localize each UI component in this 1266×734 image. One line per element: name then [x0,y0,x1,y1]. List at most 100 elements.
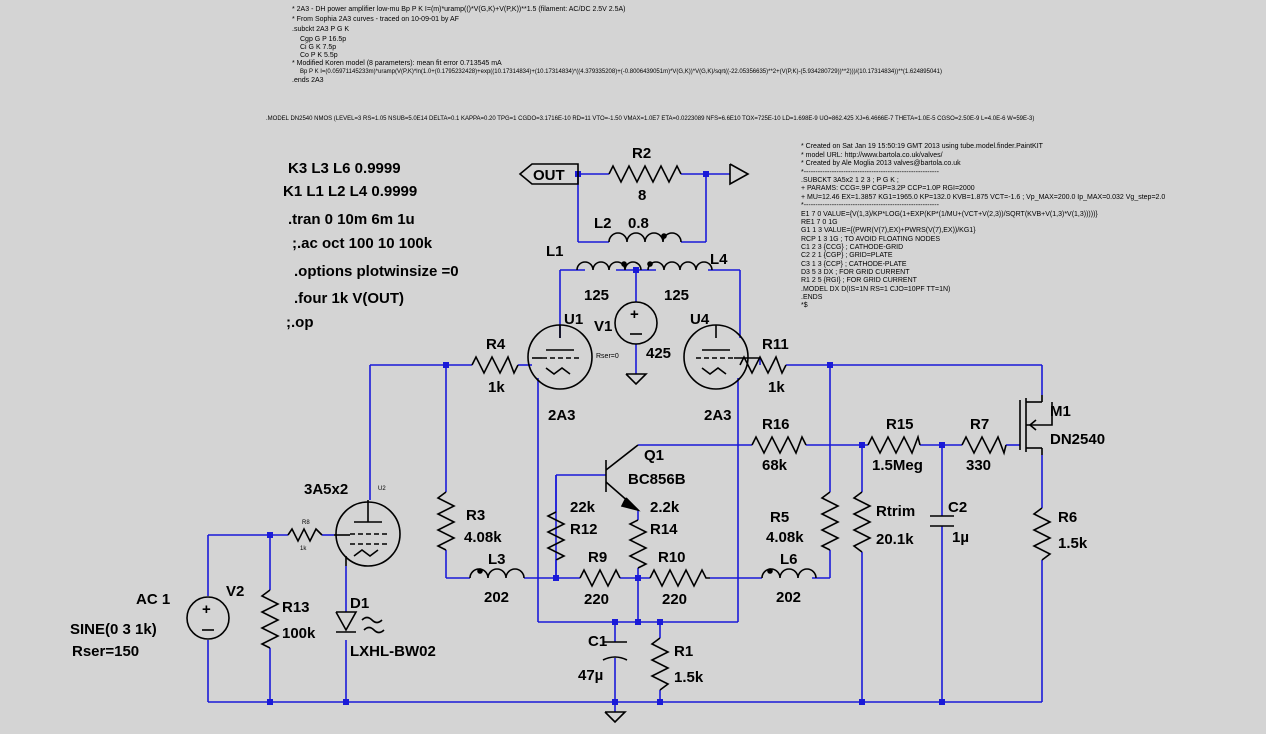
model-3a5-line: * Created on Sat Jan 19 15:50:19 GMT 201… [801,143,1044,150]
l6-name: L6 [780,551,798,568]
model-3a5-block: * Created on Sat Jan 19 15:50:19 GMT 201… [801,143,1165,309]
resistor-r12[interactable]: 22k R12 [546,499,598,578]
triode-u2[interactable]: 3A5x2 U2 [304,481,401,567]
r9-name: R9 [588,549,607,566]
transistor-q1[interactable]: Q1 BC856B [605,444,686,512]
model-3a5-line: .SUBCKT 3A5x2 1 2 3 ; P G K ; [801,177,899,184]
directive-coupling-k1[interactable]: K1 L1 L2 L4 0.9999 [283,183,417,200]
resistor-r3[interactable]: R3 4.08k [436,491,502,551]
directive-tran[interactable]: .tran 0 10m 6m 1u [288,211,415,228]
resistor-r10[interactable]: R10 220 [649,549,710,608]
r11-name: R11 [762,336,789,353]
mosfet-m1[interactable]: M1 DN2540 [1019,395,1105,455]
resistor-rtrim[interactable]: Rtrim 20.1k [852,491,915,553]
resistor-r4[interactable]: R4 1k [471,336,519,396]
v1-name: V1 [594,318,612,335]
model-2a3-block: * 2A3 - DH power amplifier low-mu Bp P K… [292,6,942,84]
r8-name: R8 [302,520,310,526]
resistor-r8[interactable]: R8 1k [287,520,323,552]
resistor-r1[interactable]: R1 1.5k [650,637,704,691]
model-2a3-line: * 2A3 - DH power amplifier low-mu Bp P K… [292,6,626,13]
l3-name: L3 [488,551,506,568]
r13-value: 100k [282,625,316,642]
directive-four[interactable]: .four 1k V(OUT) [294,290,404,307]
r6-name: R6 [1058,509,1077,526]
directive-coupling-k3[interactable]: K3 L3 L6 0.9999 [288,160,401,177]
u1-name: U1 [564,311,583,328]
rtrim-value: 20.1k [876,531,914,548]
v2-rser: Rser=150 [72,643,139,660]
v2-name: V2 [226,583,244,600]
resistor-r11[interactable]: R11 1k [739,336,789,396]
directive-options[interactable]: .options plotwinsize =0 [294,263,459,280]
model-2a3-line: .ends 2A3 [292,77,324,84]
resistor-r5[interactable]: R5 4.08k [766,491,840,551]
c2-name: C2 [948,499,967,516]
resistor-r16[interactable]: R16 68k [751,416,807,474]
model-3a5-line: G1 1 3 VALUE={(PWR(V(7),EX)+PWRS(V(7),EX… [801,227,976,234]
model-3a5-line: + PARAMS: CCG=.9P CGP=3.2P CCP=1.0P RGI=… [801,185,975,192]
directive-ac[interactable]: ;.ac oct 100 10 100k [292,235,433,252]
triode-u4[interactable]: U4 2A3 [683,311,761,424]
rtrim-name: Rtrim [876,503,915,520]
resistor-r6[interactable]: R6 1.5k [1032,507,1088,561]
c1-name: C1 [588,633,607,650]
model-2a3-line: Co P K 5.5p [300,52,338,59]
l4-value: 125 [664,287,689,304]
r13-name: R13 [282,599,310,616]
r6-value: 1.5k [1058,535,1088,552]
model-3a5-line: *$ [801,302,808,309]
ground-icon [625,373,648,386]
r12-name: R12 [570,521,598,538]
svg-text:+: + [630,306,639,323]
u4-type: 2A3 [704,407,732,424]
q1-type: BC856B [628,471,686,488]
model-3a5-line: C1 2 3 {CCG} ; CATHODE-GRID [801,244,903,251]
capacitor-c1[interactable]: C1 47µ [578,633,628,684]
inductor-l2[interactable]: L2 0.8 [594,215,682,243]
wires [207,173,1043,712]
model-2a3-line: * From Sophia 2A3 curves - traced on 10-… [292,16,459,23]
r2-value: 8 [638,187,646,204]
inductor-l4[interactable]: L4 125 [647,251,728,304]
resistor-r2[interactable]: R2 8 [608,145,682,204]
r3-name: R3 [466,507,485,524]
r15-value: 1.5Meg [872,457,923,474]
r4-name: R4 [486,336,506,353]
model-3a5-line: RE1 7 0 1G [801,219,838,226]
c1-value: 47µ [578,667,603,684]
model-3a5-line: R1 2 5 {RGI} ; FOR GRID CURRENT [801,277,918,284]
triode-u1[interactable]: U1 2A3 [527,311,593,424]
model-3a5-line: .MODEL DX D(IS=1N RS=1 CJO=10PF TT=1N) [801,286,950,293]
inductor-l6[interactable]: L6 202 [761,551,817,606]
r5-value: 4.08k [766,529,804,546]
r14-name: R14 [650,521,678,538]
out-net-label[interactable]: OUT [518,163,579,185]
led-d1[interactable]: D1 LXHL-BW02 [335,595,436,660]
r15-name: R15 [886,416,914,433]
resistor-r9[interactable]: R9 220 [579,549,621,608]
voltage-source-v2[interactable]: + V2 AC 1 SINE(0 3 1k) Rser=150 [70,583,244,660]
voltage-source-v1[interactable]: + V1 425 Rser=0 [594,301,671,362]
directive-op[interactable]: ;.op [286,314,314,331]
resistor-r15[interactable]: R15 1.5Meg [867,416,923,474]
model-3a5-line: .ENDS [801,294,823,301]
r1-name: R1 [674,643,693,660]
inductor-l1[interactable]: L1 125 [546,243,642,304]
resistor-r14[interactable]: 2.2k R14 [628,499,680,569]
inductor-l3[interactable]: L3 202 [469,551,525,606]
model-3a5-line: D3 5 3 DX ; FOR GRID CURRENT [801,269,910,276]
capacitor-c2[interactable]: C2 1µ [930,499,969,546]
l2-name: L2 [594,215,612,232]
spice-directives: K3 L3 L6 0.9999 K1 L1 L2 L4 0.9999 .tran… [283,160,459,331]
d1-type: LXHL-BW02 [350,643,436,660]
u2-name: U2 [378,486,386,492]
r5-name: R5 [770,509,789,526]
model-3a5-line: E1 7 0 VALUE={V(1,3)/KP*LOG(1+EXP(KP*(1/… [801,211,1098,218]
r12-value: 22k [570,499,596,516]
l6-value: 202 [776,589,801,606]
resistor-r13[interactable]: R13 100k [260,589,316,649]
r3-value: 4.08k [464,529,502,546]
resistor-r7[interactable]: R7 330 [961,416,1007,474]
